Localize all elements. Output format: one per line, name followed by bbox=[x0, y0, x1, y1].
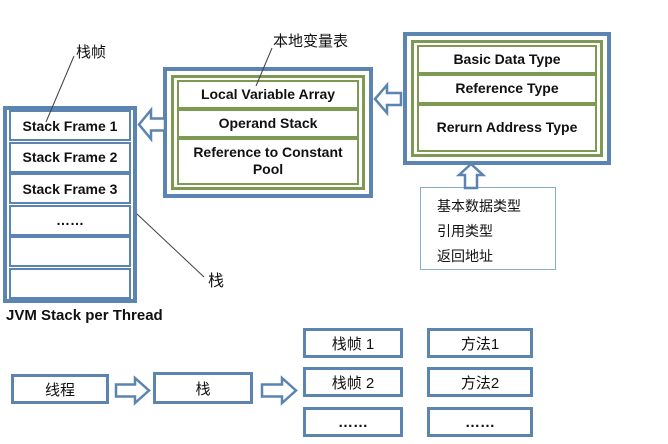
arrow-up-icon bbox=[455, 162, 487, 190]
stack-frame-detail-inner: Local Variable Array Operand Stack Refer… bbox=[171, 75, 365, 190]
stack-frame-empty-row bbox=[9, 236, 131, 268]
stack-frame-empty-row bbox=[9, 267, 131, 299]
thread-box: 线程 bbox=[11, 374, 109, 404]
reference-type-cell: Reference Type bbox=[417, 74, 597, 104]
basic-data-type-cell: Basic Data Type bbox=[417, 45, 597, 75]
method-column-row: 方法2 bbox=[427, 367, 533, 397]
arrow-right-icon bbox=[114, 375, 151, 406]
method-column-ellipsis-row: …… bbox=[427, 407, 533, 437]
arrow-left-icon bbox=[373, 81, 403, 117]
variable-types-box: Basic Data Type Reference Type Rerurn Ad… bbox=[403, 32, 611, 165]
frame-column-row: 栈帧 1 bbox=[303, 328, 403, 358]
jvm-stack-box: Stack Frame 1 Stack Frame 2 Stack Frame … bbox=[3, 106, 137, 303]
operand-stack-cell: Operand Stack bbox=[177, 108, 359, 138]
reference-constant-pool-cell: Reference to Constant Pool bbox=[177, 137, 359, 185]
frame-column-row: 栈帧 2 bbox=[303, 367, 403, 397]
type-note-line: 返回地址 bbox=[437, 248, 493, 264]
stack-pointer-line bbox=[136, 213, 205, 278]
type-note-line: 基本数据类型 bbox=[437, 198, 521, 214]
local-variable-array-cell: Local Variable Array bbox=[177, 80, 359, 109]
stack-frame-row: Stack Frame 1 bbox=[9, 110, 131, 142]
arrow-left-icon bbox=[137, 106, 167, 143]
jvm-stack-caption: JVM Stack per Thread bbox=[6, 307, 163, 324]
stack-frame-row: Stack Frame 3 bbox=[9, 173, 131, 205]
stack-box: 栈 bbox=[153, 372, 253, 404]
frame-column-ellipsis-row: …… bbox=[303, 407, 403, 437]
stack-frame-row: Stack Frame 2 bbox=[9, 141, 131, 173]
stack-annotation: 栈 bbox=[208, 273, 225, 290]
stack-frame-ellipsis-row: …… bbox=[9, 204, 131, 236]
arrow-right-icon bbox=[260, 375, 298, 406]
type-note-line: 引用类型 bbox=[437, 223, 493, 239]
variable-types-inner: Basic Data Type Reference Type Rerurn Ad… bbox=[411, 40, 603, 157]
return-address-type-cell: Rerurn Address Type bbox=[417, 103, 597, 153]
local-variable-table-annotation: 本地变量表 bbox=[273, 33, 349, 50]
method-column-row: 方法1 bbox=[427, 328, 533, 358]
type-note-box: 基本数据类型 引用类型 返回地址 bbox=[420, 187, 556, 270]
stack-frame-annotation: 栈帧 bbox=[76, 44, 107, 61]
stack-frame-detail-box: Local Variable Array Operand Stack Refer… bbox=[163, 67, 373, 198]
